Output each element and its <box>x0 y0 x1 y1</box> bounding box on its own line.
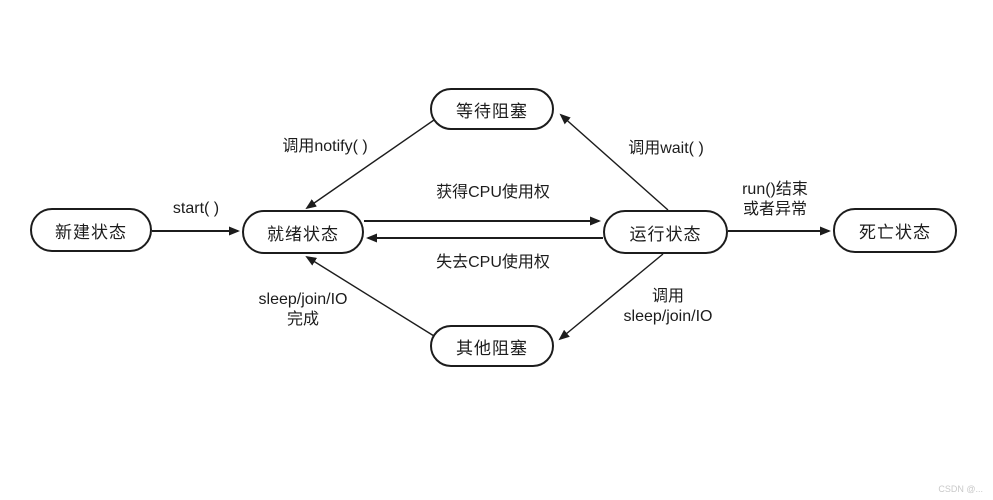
node-waiting-blocked-label: 等待阻塞 <box>456 101 528 121</box>
node-new-state-label: 新建状态 <box>55 222 127 242</box>
node-running-state: 运行状态 <box>603 210 728 254</box>
edge-label-io-done-line2: 完成 <box>286 311 319 328</box>
edge-notify-arrow <box>305 119 435 210</box>
node-waiting-blocked: 等待阻塞 <box>430 88 554 130</box>
edge-label-run-end-line1: run()结束 <box>742 181 808 198</box>
node-dead-state: 死亡状态 <box>833 208 957 253</box>
node-new-state: 新建状态 <box>30 208 152 252</box>
edge-wait-arrow <box>559 113 669 211</box>
edge-io-done-arrow <box>305 255 435 337</box>
edge-label-notify: 调用notify( ) <box>282 138 368 155</box>
edge-label-io-done-line1: sleep/join/IO <box>258 291 348 308</box>
node-ready-state: 就绪状态 <box>242 210 364 254</box>
edge-label-run-end: run()结束 或者异常 <box>742 180 808 220</box>
edge-label-run-end-line2: 或者异常 <box>742 201 808 218</box>
edge-label-start: start( ) <box>172 200 220 217</box>
watermark-text: CSDN @... <box>938 484 983 494</box>
edge-label-call-io-line2: sleep/join/IO <box>623 308 713 325</box>
node-running-state-label: 运行状态 <box>629 224 702 244</box>
node-ready-state-label: 就绪状态 <box>267 224 339 244</box>
edge-label-io-done: sleep/join/IO 完成 <box>259 290 348 330</box>
edge-label-wait: 调用wait( ) <box>628 140 704 157</box>
edge-call-io-arrow <box>558 253 664 341</box>
edge-label-acquire-cpu: 获得CPU使用权 <box>436 184 550 201</box>
edge-label-lose-cpu: 失去CPU使用权 <box>436 254 550 271</box>
edge-label-call-io: 调用 sleep/join/IO <box>624 287 713 327</box>
edge-label-call-io-line1: 调用 <box>651 288 684 305</box>
node-dead-state-label: 死亡状态 <box>859 223 931 242</box>
node-other-blocked-label: 其他阻塞 <box>456 338 528 358</box>
node-other-blocked: 其他阻塞 <box>430 325 554 367</box>
